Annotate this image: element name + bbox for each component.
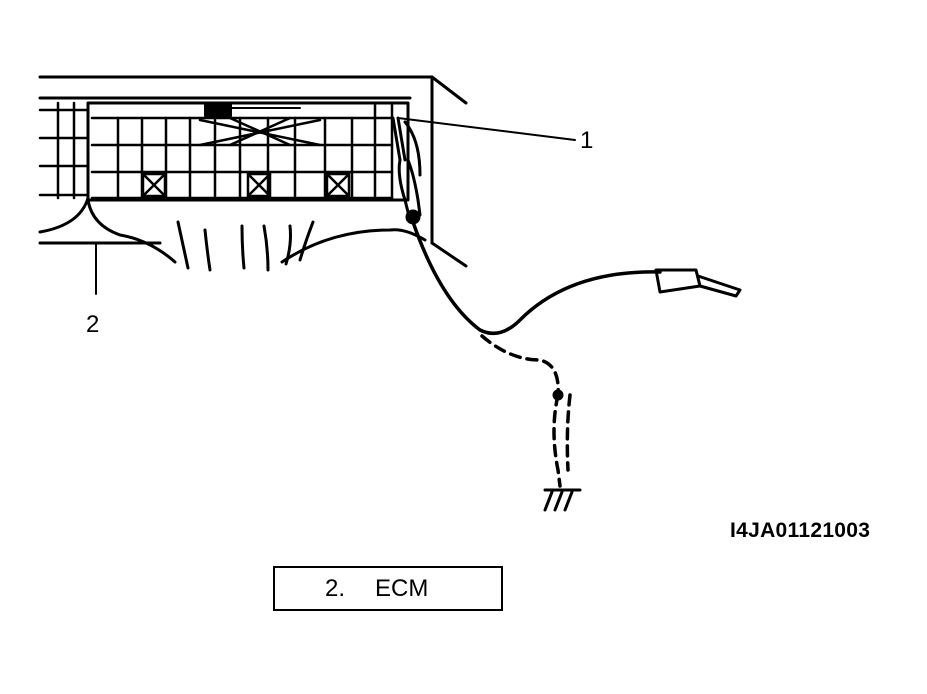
legend-box: 2. ECM bbox=[273, 566, 503, 611]
ground-clip bbox=[552, 389, 564, 401]
legend-number: 2. bbox=[325, 574, 346, 602]
ground-lead-dashed bbox=[480, 334, 572, 488]
figure-code: I4JA01121003 bbox=[730, 519, 871, 542]
ecm-connector bbox=[38, 101, 410, 264]
leader-line-1 bbox=[397, 117, 576, 141]
legend-text: ECM bbox=[375, 574, 429, 602]
ecm-housing bbox=[38, 75, 468, 295]
callout-2: 2 bbox=[86, 311, 100, 338]
test-probe bbox=[391, 116, 422, 225]
ground-symbol bbox=[543, 488, 582, 512]
callout-1: 1 bbox=[580, 127, 594, 154]
test-lead-cable bbox=[411, 220, 742, 336]
wire-harness bbox=[176, 220, 427, 272]
